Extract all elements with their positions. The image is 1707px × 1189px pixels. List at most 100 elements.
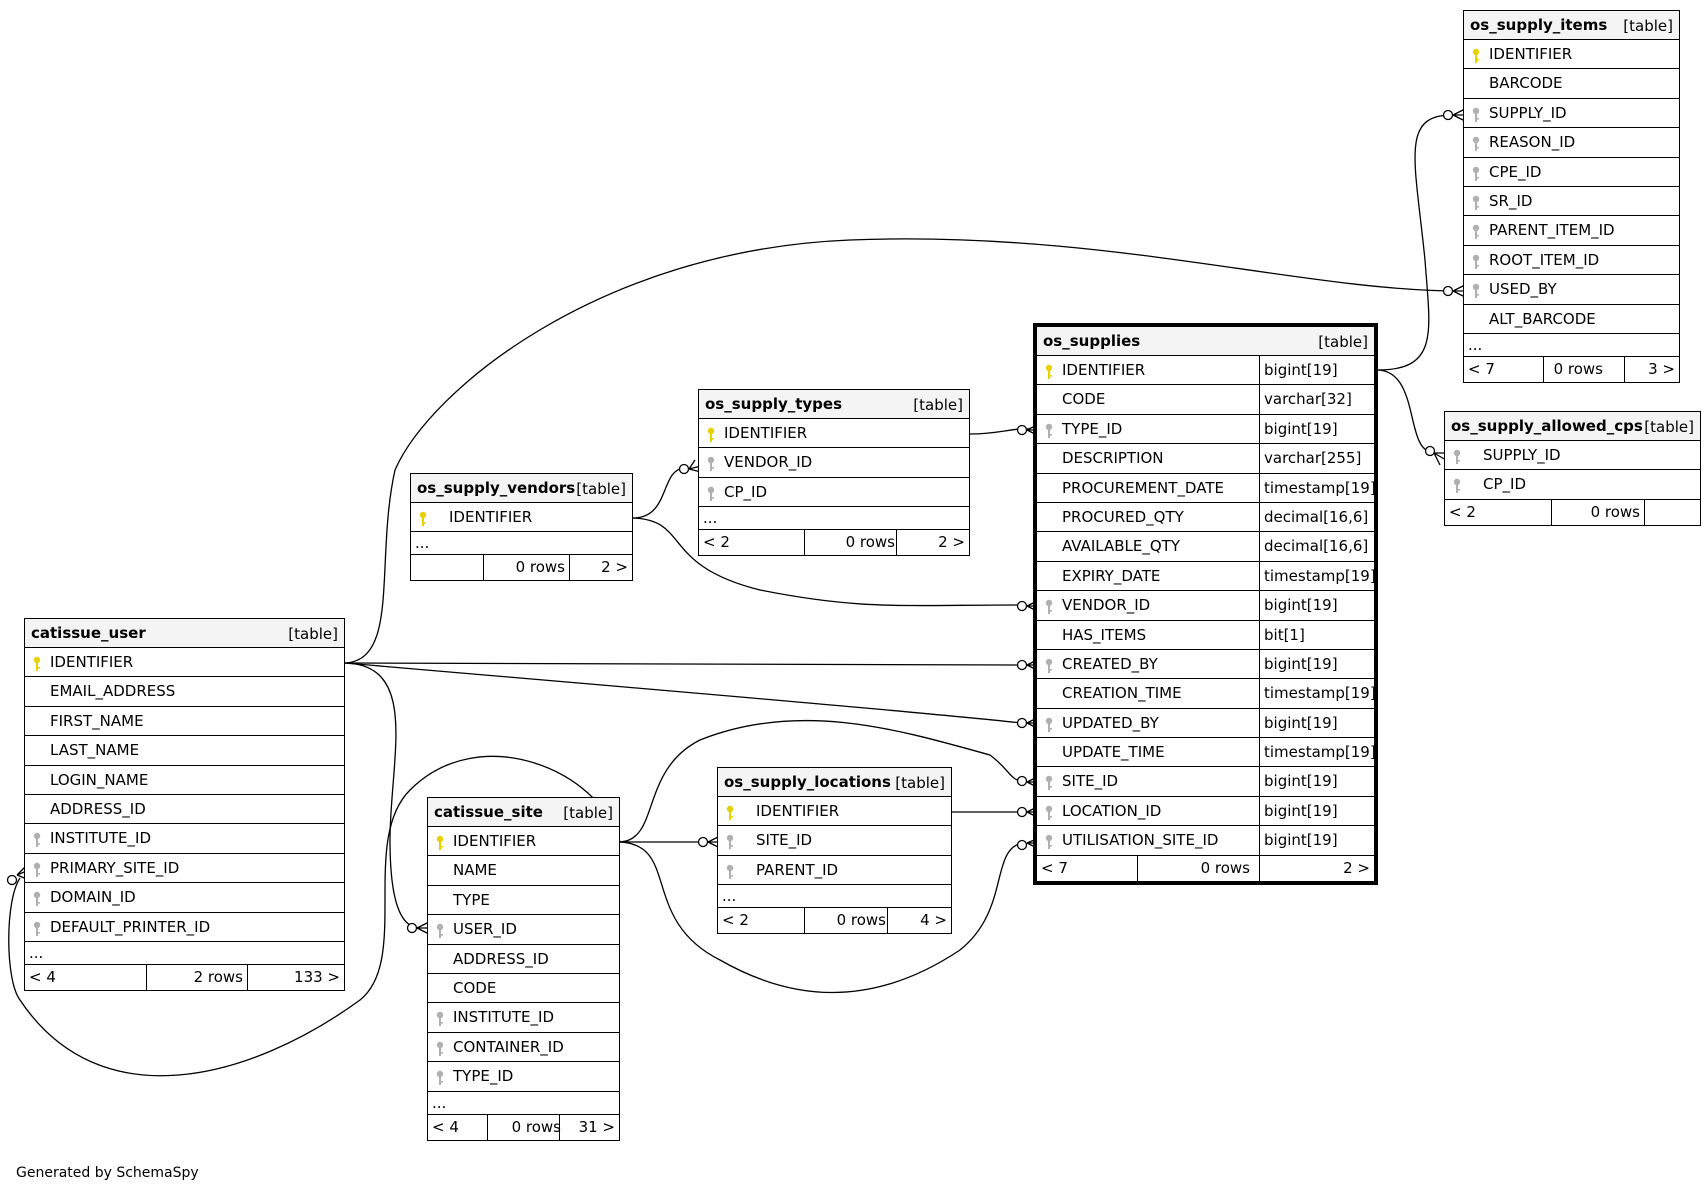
column-name: PROCUREMENT_DATE: [1062, 478, 1224, 497]
table-header[interactable]: catissue_user [table]: [25, 619, 344, 648]
column-datatype: bigint[19]: [1259, 796, 1338, 826]
column-row-identifier[interactable]: IDENTIFIER: [411, 503, 632, 533]
column-row-login-name[interactable]: LOGIN_NAME: [25, 766, 344, 795]
column-row-identifier[interactable]: IDENTIFIER: [718, 797, 951, 827]
column-row-name[interactable]: NAME: [428, 856, 619, 886]
column-name: EMAIL_ADDRESS: [50, 682, 176, 701]
column-row-default-printer-id[interactable]: DEFAULT_PRINTER_ID: [25, 913, 344, 942]
column-row-identifier[interactable]: IDENTIFIER: [428, 827, 619, 857]
column-row-code[interactable]: CODE: [428, 974, 619, 1004]
primary-key-icon: [726, 805, 734, 821]
column-row-container-id[interactable]: CONTAINER_ID: [428, 1033, 619, 1063]
table-footer: 0 rows 2 >: [411, 555, 632, 581]
column-row-cpe-id[interactable]: CPE_ID: [1464, 158, 1679, 187]
column-row-cp-id[interactable]: CP_ID: [1445, 470, 1700, 500]
column-row-supply-id[interactable]: SUPPLY_ID: [1464, 99, 1679, 129]
column-row-vendor-id[interactable]: VENDOR_ID: [699, 448, 969, 478]
column-name: IDENTIFIER: [756, 802, 840, 820]
column-row-site-id[interactable]: SITE_ID: [718, 826, 951, 856]
edge-vendors-types: [632, 467, 685, 519]
column-name: ROOT_ITEM_ID: [1489, 250, 1600, 269]
table-catissue-user[interactable]: catissue_user [table] IDENTIFIER EMAIL_AD…: [24, 618, 345, 991]
column-row-cp-id[interactable]: CP_ID: [699, 478, 969, 508]
table-header[interactable]: os_supply_types [table]: [699, 390, 969, 419]
column-name: IDENTIFIER: [453, 832, 537, 850]
table-type: [table]: [576, 480, 626, 498]
footer-children: 133 >: [294, 967, 340, 986]
column-row-type-id[interactable]: TYPE_ID: [428, 1062, 619, 1092]
column-name: SITE_ID: [1062, 772, 1119, 791]
footer-row-count: 0 rows: [511, 1117, 561, 1136]
more-columns: ...: [25, 942, 344, 965]
table-header[interactable]: os_supply_locations [table]: [718, 768, 951, 797]
column-row-root-item-id[interactable]: ROOT_ITEM_ID: [1464, 246, 1679, 276]
column-row-last-name[interactable]: LAST_NAME: [25, 736, 344, 766]
column-name: IDENTIFIER: [724, 424, 808, 442]
column-row-email-address[interactable]: EMAIL_ADDRESS: [25, 677, 344, 707]
table-header[interactable]: os_supply_allowed_cps [table]: [1445, 412, 1700, 441]
column-row-parent-id[interactable]: PARENT_ID: [718, 856, 951, 886]
table-os-supply-types[interactable]: os_supply_types [table] IDENTIFIER VENDOR…: [698, 389, 970, 557]
table-header[interactable]: os_supplies [table]: [1037, 327, 1374, 356]
footer-children: 2 >: [1343, 858, 1370, 877]
column-row-institute-id[interactable]: INSTITUTE_ID: [25, 824, 344, 854]
column-row-institute-id[interactable]: INSTITUTE_ID: [428, 1003, 619, 1033]
foreign-key-icon: [707, 486, 715, 502]
column-row-reason-id[interactable]: REASON_ID: [1464, 128, 1679, 158]
column-row-barcode[interactable]: BARCODE: [1464, 69, 1679, 99]
column-row-identifier[interactable]: IDENTIFIER: [25, 648, 344, 678]
foreign-key-icon: [33, 891, 41, 907]
column-datatype: bigint[19]: [1259, 591, 1338, 621]
table-header[interactable]: os_supply_vendors [table]: [411, 474, 632, 503]
column-name: DESCRIPTION: [1062, 449, 1164, 468]
primary-key-icon: [1045, 364, 1053, 380]
table-name: catissue_site: [434, 803, 543, 821]
column-name: PARENT_ITEM_ID: [1489, 221, 1615, 240]
table-os-supply-vendors[interactable]: os_supply_vendors [table] IDENTIFIER ...…: [410, 473, 633, 582]
column-row-address-id[interactable]: ADDRESS_ID: [25, 795, 344, 825]
column-row-sr-id[interactable]: SR_ID: [1464, 187, 1679, 217]
column-row-address-id[interactable]: ADDRESS_ID: [428, 945, 619, 974]
column-row-used-by[interactable]: USED_BY: [1464, 275, 1679, 305]
edge-supplies-supply-items: [1377, 114, 1453, 371]
column-row-identifier[interactable]: IDENTIFIER: [699, 419, 969, 449]
table-header[interactable]: catissue_site [table]: [428, 798, 619, 827]
footer-children: 31 >: [578, 1117, 615, 1136]
column-row-domain-id[interactable]: DOMAIN_ID: [25, 883, 344, 913]
table-type: [table]: [913, 396, 963, 414]
column-row-supply-id[interactable]: SUPPLY_ID: [1445, 441, 1700, 471]
column-row-type[interactable]: TYPE: [428, 886, 619, 916]
table-footer: < 7 0 rows 2 >: [1037, 855, 1374, 881]
column-row-identifier[interactable]: IDENTIFIER: [1464, 40, 1679, 70]
column-row-user-id[interactable]: USER_ID: [428, 915, 619, 945]
column-row-parent-item-id[interactable]: PARENT_ITEM_ID: [1464, 216, 1679, 246]
column-row-primary-site-id[interactable]: PRIMARY_SITE_ID: [25, 854, 344, 884]
foreign-key-icon: [1045, 775, 1053, 791]
table-os-supply-locations[interactable]: os_supply_locations [table] IDENTIFIER SI…: [717, 767, 952, 935]
table-name: os_supply_allowed_cps: [1451, 417, 1643, 435]
column-row-first-name[interactable]: FIRST_NAME: [25, 707, 344, 737]
table-header[interactable]: os_supply_items [table]: [1464, 11, 1679, 40]
column-row-alt-barcode[interactable]: ALT_BARCODE: [1464, 305, 1679, 334]
